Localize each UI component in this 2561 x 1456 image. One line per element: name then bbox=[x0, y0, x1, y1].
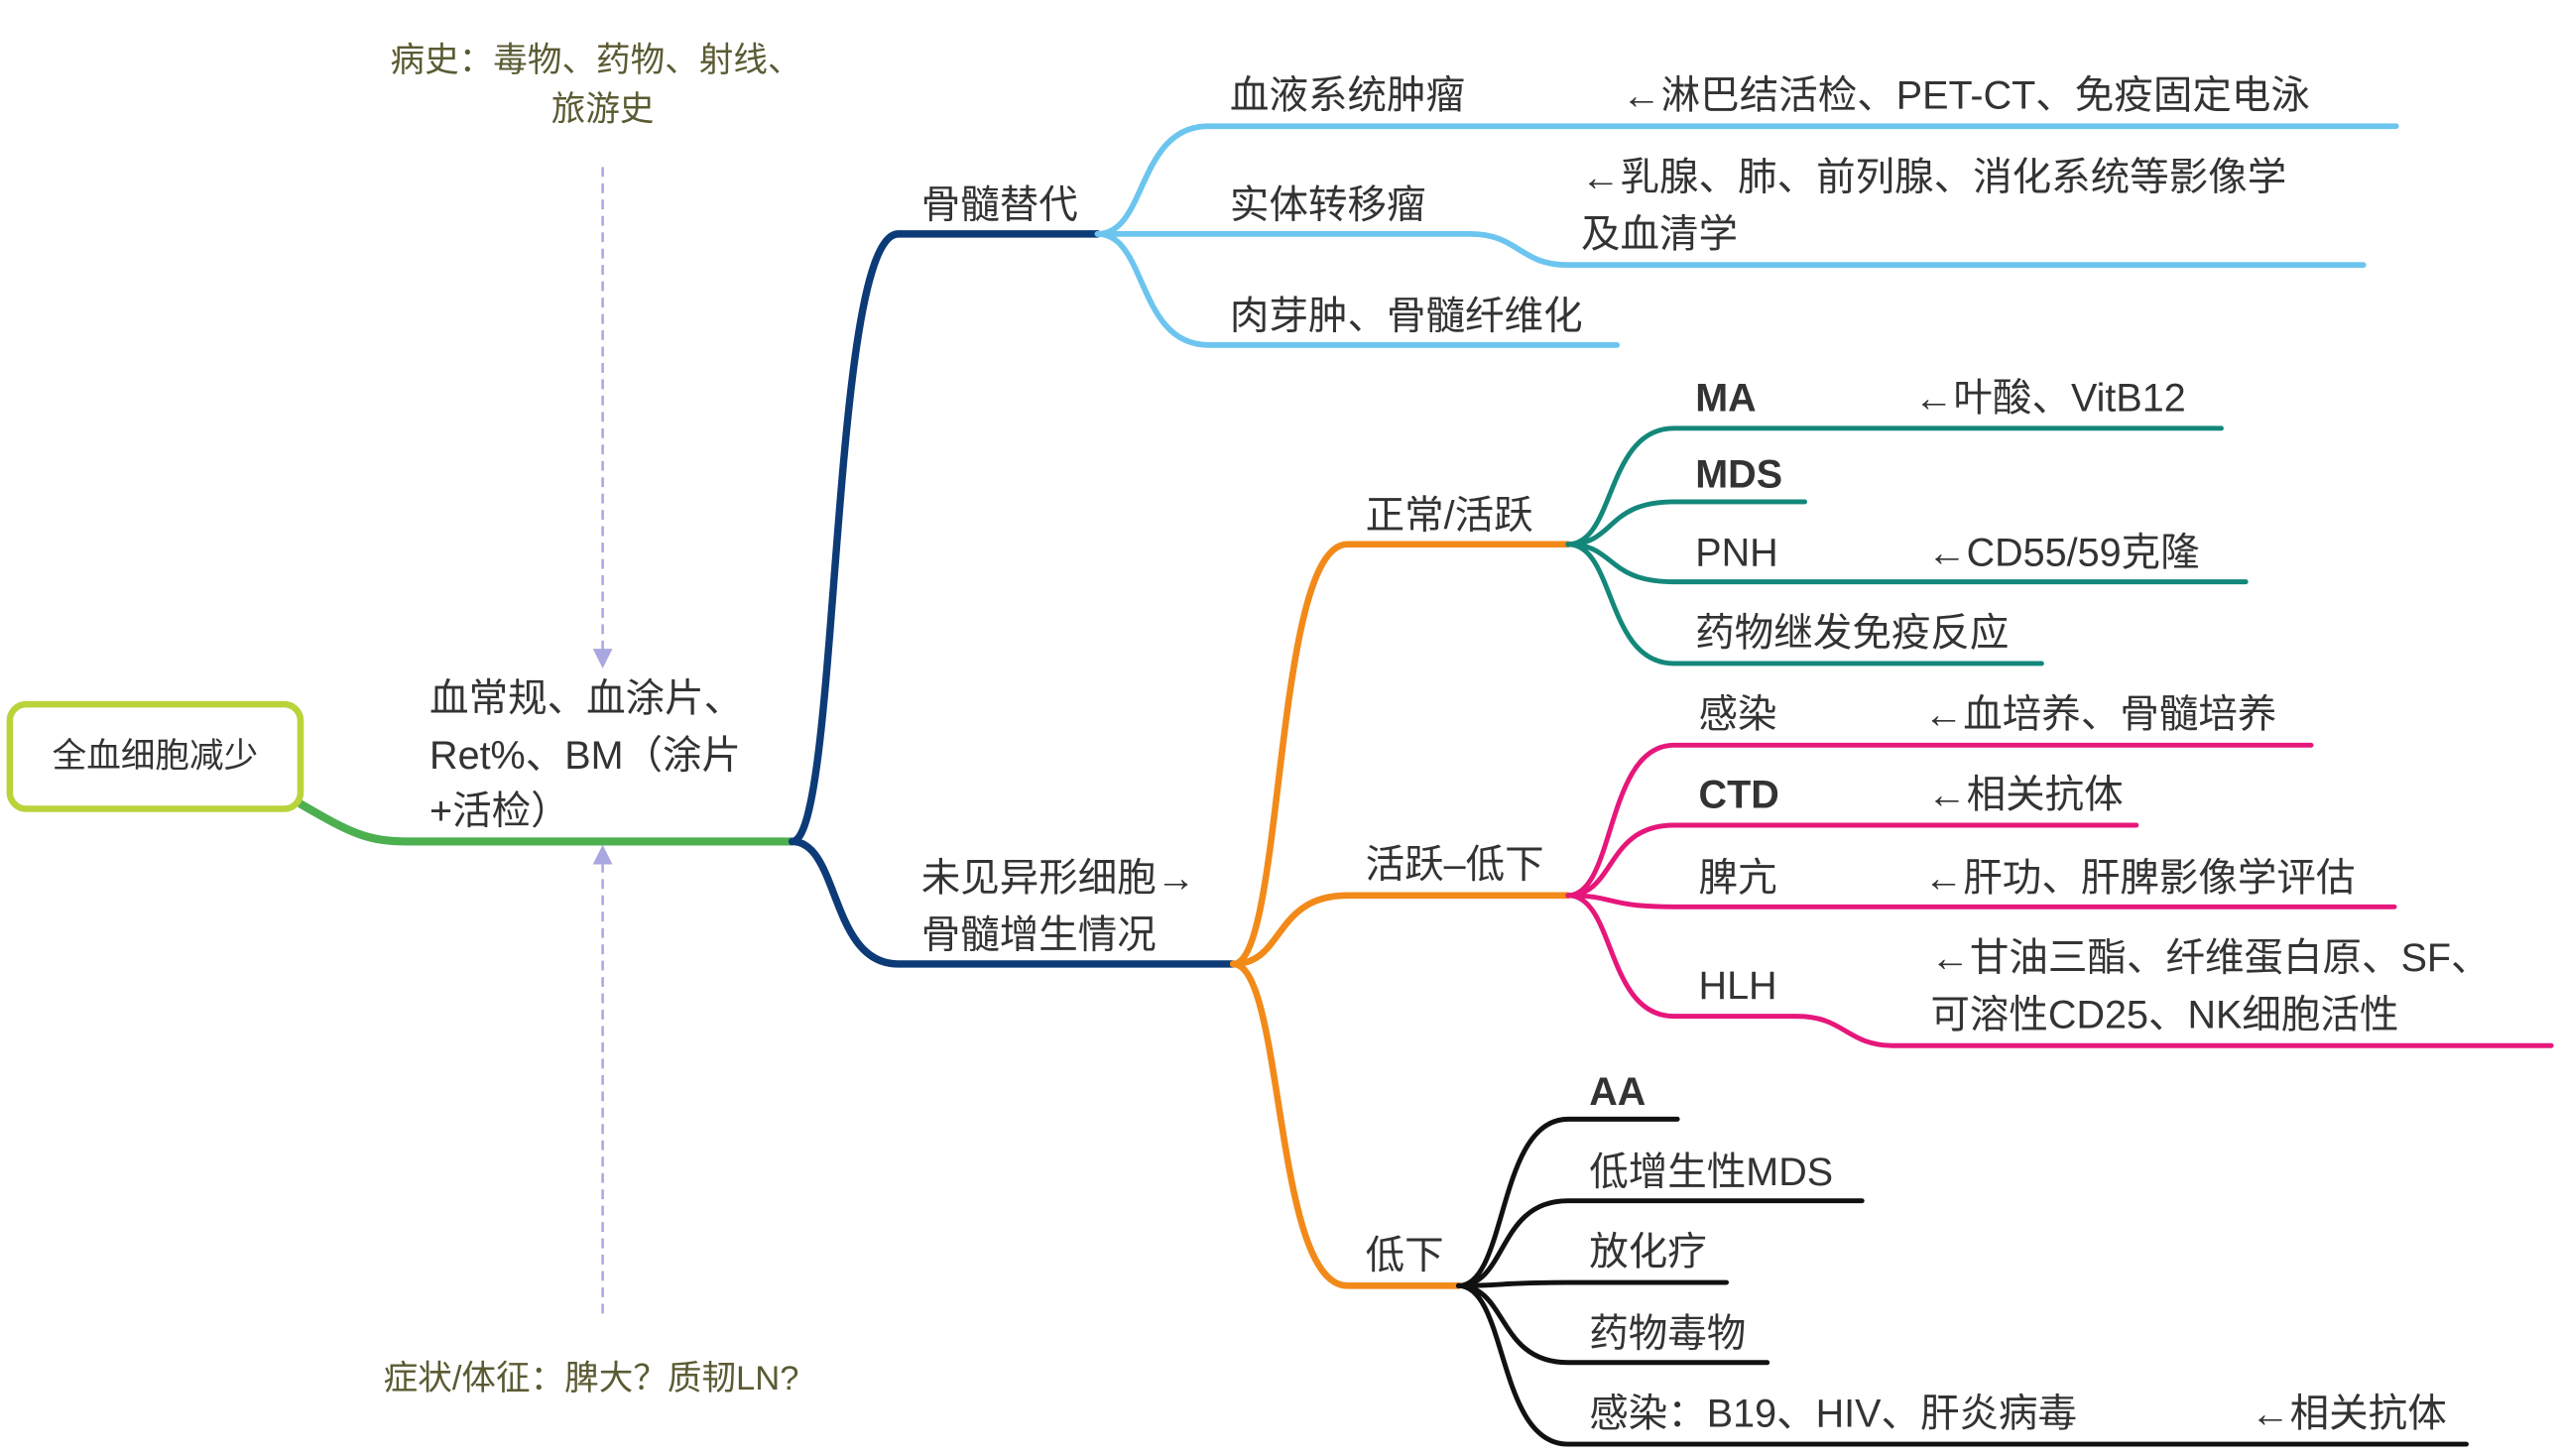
leaf-label[interactable]: 血液系统肿瘤 bbox=[1230, 74, 1465, 118]
leaf-note: ←肝功、肝脾影像学评估 bbox=[1924, 856, 2356, 900]
edge-leaf bbox=[1456, 1198, 1865, 1288]
leaf-label[interactable]: PNH bbox=[1695, 532, 1777, 575]
edge-replacement bbox=[788, 230, 1102, 846]
leaf-note: ←相关抗体 bbox=[2251, 1393, 2447, 1436]
leaf-note: ←CD55/59克隆 bbox=[1927, 532, 2200, 575]
edge-leaf bbox=[1565, 499, 1808, 547]
group-label-low[interactable]: 低下 bbox=[1366, 1234, 1444, 1277]
leaf-label[interactable]: 脾亢 bbox=[1699, 856, 1777, 900]
group-label-normal[interactable]: 正常/活跃 bbox=[1366, 494, 1533, 538]
edge-leaf bbox=[1565, 893, 2397, 910]
edge-leaf bbox=[1094, 230, 1621, 348]
workup-label[interactable]: 血常规、血涂片、 bbox=[429, 676, 743, 720]
leaf-note: ←乳腺、肺、前列腺、消化系统等影像学 bbox=[1581, 156, 2286, 199]
leaf-label[interactable]: 感染 bbox=[1699, 693, 1777, 737]
edge-leaf bbox=[1456, 1282, 2469, 1447]
leaf-label[interactable]: 实体转移瘤 bbox=[1230, 183, 1426, 227]
edge-leaf bbox=[1094, 230, 2367, 269]
leaf-label[interactable]: MA bbox=[1695, 376, 1756, 420]
leaf-label[interactable]: AA bbox=[1589, 1070, 1646, 1114]
edge-leaf bbox=[1456, 1116, 1680, 1288]
leaf-label[interactable]: MDS bbox=[1695, 453, 1782, 497]
leaf-note: ←淋巴结活检、PET-CT、免疫固定电泳 bbox=[1622, 74, 2310, 118]
leaf-note: 及血清学 bbox=[1581, 213, 1738, 257]
leaf-label[interactable]: 药物继发免疫反应 bbox=[1695, 611, 2009, 655]
symptom-note: 症状/体征：脾大？质韧LN? bbox=[384, 1360, 799, 1397]
replacement-label[interactable]: 骨髓替代 bbox=[921, 183, 1078, 227]
marrow-label[interactable]: 未见异形细胞→ bbox=[921, 856, 1196, 900]
leaf-label[interactable]: 感染：B19、HIV、肝炎病毒 bbox=[1589, 1393, 2077, 1436]
leaf-note: 可溶性CD25、NK细胞活性 bbox=[1930, 994, 2398, 1037]
edge-leaf bbox=[1565, 542, 2044, 667]
leaf-label[interactable]: 药物毒物 bbox=[1589, 1312, 1746, 1356]
edge-leaf bbox=[1565, 742, 2314, 899]
leaf-label[interactable]: 低增生性MDS bbox=[1589, 1151, 1833, 1194]
root-node-box[interactable] bbox=[6, 700, 305, 812]
edge-group bbox=[1229, 892, 1572, 968]
edge-leaf bbox=[1565, 893, 2554, 1048]
leaf-note: ←甘油三酯、纤维蛋白原、SF、 bbox=[1930, 936, 2490, 980]
edge-marrow bbox=[788, 837, 1237, 968]
edge-leaf bbox=[1456, 1279, 1730, 1288]
history-note: 病史：毒物、药物、射线、 bbox=[391, 42, 802, 79]
workup-label[interactable]: Ret%、BM（涂片 bbox=[429, 734, 741, 778]
workup-label[interactable]: +活检） bbox=[429, 789, 570, 833]
root-node-label: 全血细胞减少 bbox=[53, 738, 258, 776]
history-note: 旅游史 bbox=[551, 91, 655, 129]
marrow-label[interactable]: 骨髓增生情况 bbox=[921, 913, 1157, 957]
leaf-label[interactable]: 放化疗 bbox=[1589, 1230, 1707, 1274]
edge-leaf bbox=[1565, 822, 2139, 899]
leaf-note: ←相关抗体 bbox=[1927, 773, 2124, 816]
edge-leaf bbox=[1565, 542, 2249, 585]
root-edge bbox=[296, 799, 796, 846]
leaf-label[interactable]: CTD bbox=[1699, 773, 1779, 816]
edge-leaf bbox=[1094, 123, 2399, 237]
arrow-up-icon bbox=[592, 844, 613, 865]
edge-leaf bbox=[1565, 425, 2224, 547]
leaf-note: ←血培养、骨髓培养 bbox=[1924, 693, 2277, 737]
leaf-label[interactable]: 肉芽肿、骨髓纤维化 bbox=[1230, 295, 1583, 338]
leaf-note: ←叶酸、VitB12 bbox=[1914, 376, 2186, 420]
leaf-label[interactable]: HLH bbox=[1699, 964, 1777, 1008]
edge-group bbox=[1229, 960, 1462, 1289]
edge-leaf bbox=[1456, 1282, 1770, 1366]
edge-group bbox=[1229, 541, 1572, 968]
group-label-active-low[interactable]: 活跃–低下 bbox=[1366, 843, 1544, 887]
arrow-down-icon bbox=[592, 649, 613, 668]
